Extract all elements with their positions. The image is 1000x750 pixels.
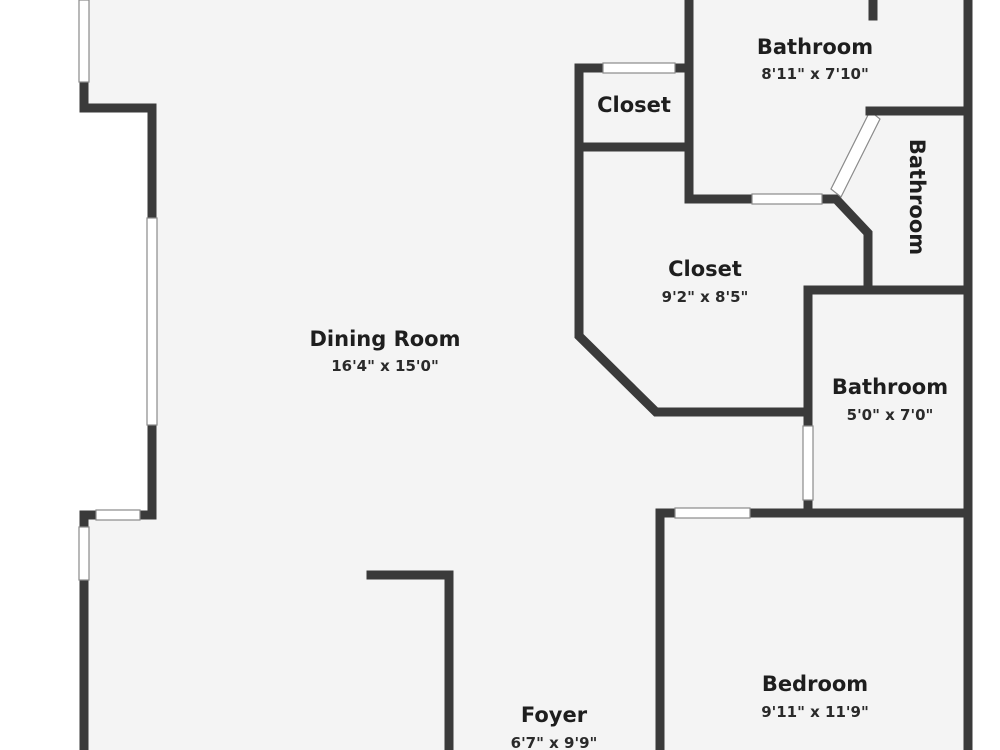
room-dim-bathroom-top: 8'11" x 7'10"	[761, 65, 869, 83]
walls	[79, 0, 973, 750]
opening-bedroom	[674, 507, 751, 519]
room-dim-foyer: 6'7" x 9'9"	[511, 734, 598, 750]
window-west-top	[78, 0, 90, 83]
room-name-dining-room: Dining Room	[310, 327, 461, 351]
window-west-lower	[78, 526, 90, 581]
opening-small-bathroom	[802, 425, 814, 501]
window-west-bay	[146, 217, 158, 426]
foyer-partition	[366, 570, 454, 750]
opening-small-closet	[602, 62, 676, 74]
room-labels: Bathroom 8'11" x 7'10" Closet Bathroom C…	[310, 35, 949, 750]
large-closet-walls	[574, 142, 813, 417]
bathroom-top-south-wall	[817, 194, 873, 293]
room-name-closet-small: Closet	[597, 93, 671, 117]
room-name-bedroom: Bedroom	[762, 672, 868, 696]
floor-area	[84, 0, 968, 750]
room-dim-closet-large: 9'2" x 8'5"	[662, 288, 749, 306]
room-dim-bedroom: 9'11" x 11'9"	[761, 703, 869, 721]
small-closet-walls	[574, 63, 694, 152]
room-dim-bathroom-small: 5'0" x 7'0"	[847, 406, 934, 424]
room-name-closet-large: Closet	[668, 257, 742, 281]
room-name-bathroom-top: Bathroom	[757, 35, 873, 59]
room-name-bathroom-small: Bathroom	[832, 375, 948, 399]
room-name-foyer: Foyer	[521, 703, 588, 727]
opening-bathroom-top	[751, 193, 823, 205]
room-dim-dining-room: 16'4" x 15'0"	[331, 357, 439, 375]
windows	[78, 0, 881, 581]
opening-side-bathroom-diagonal	[830, 110, 881, 198]
room-name-bathroom-side: Bathroom	[905, 139, 929, 255]
window-bay-bottom	[95, 509, 141, 521]
